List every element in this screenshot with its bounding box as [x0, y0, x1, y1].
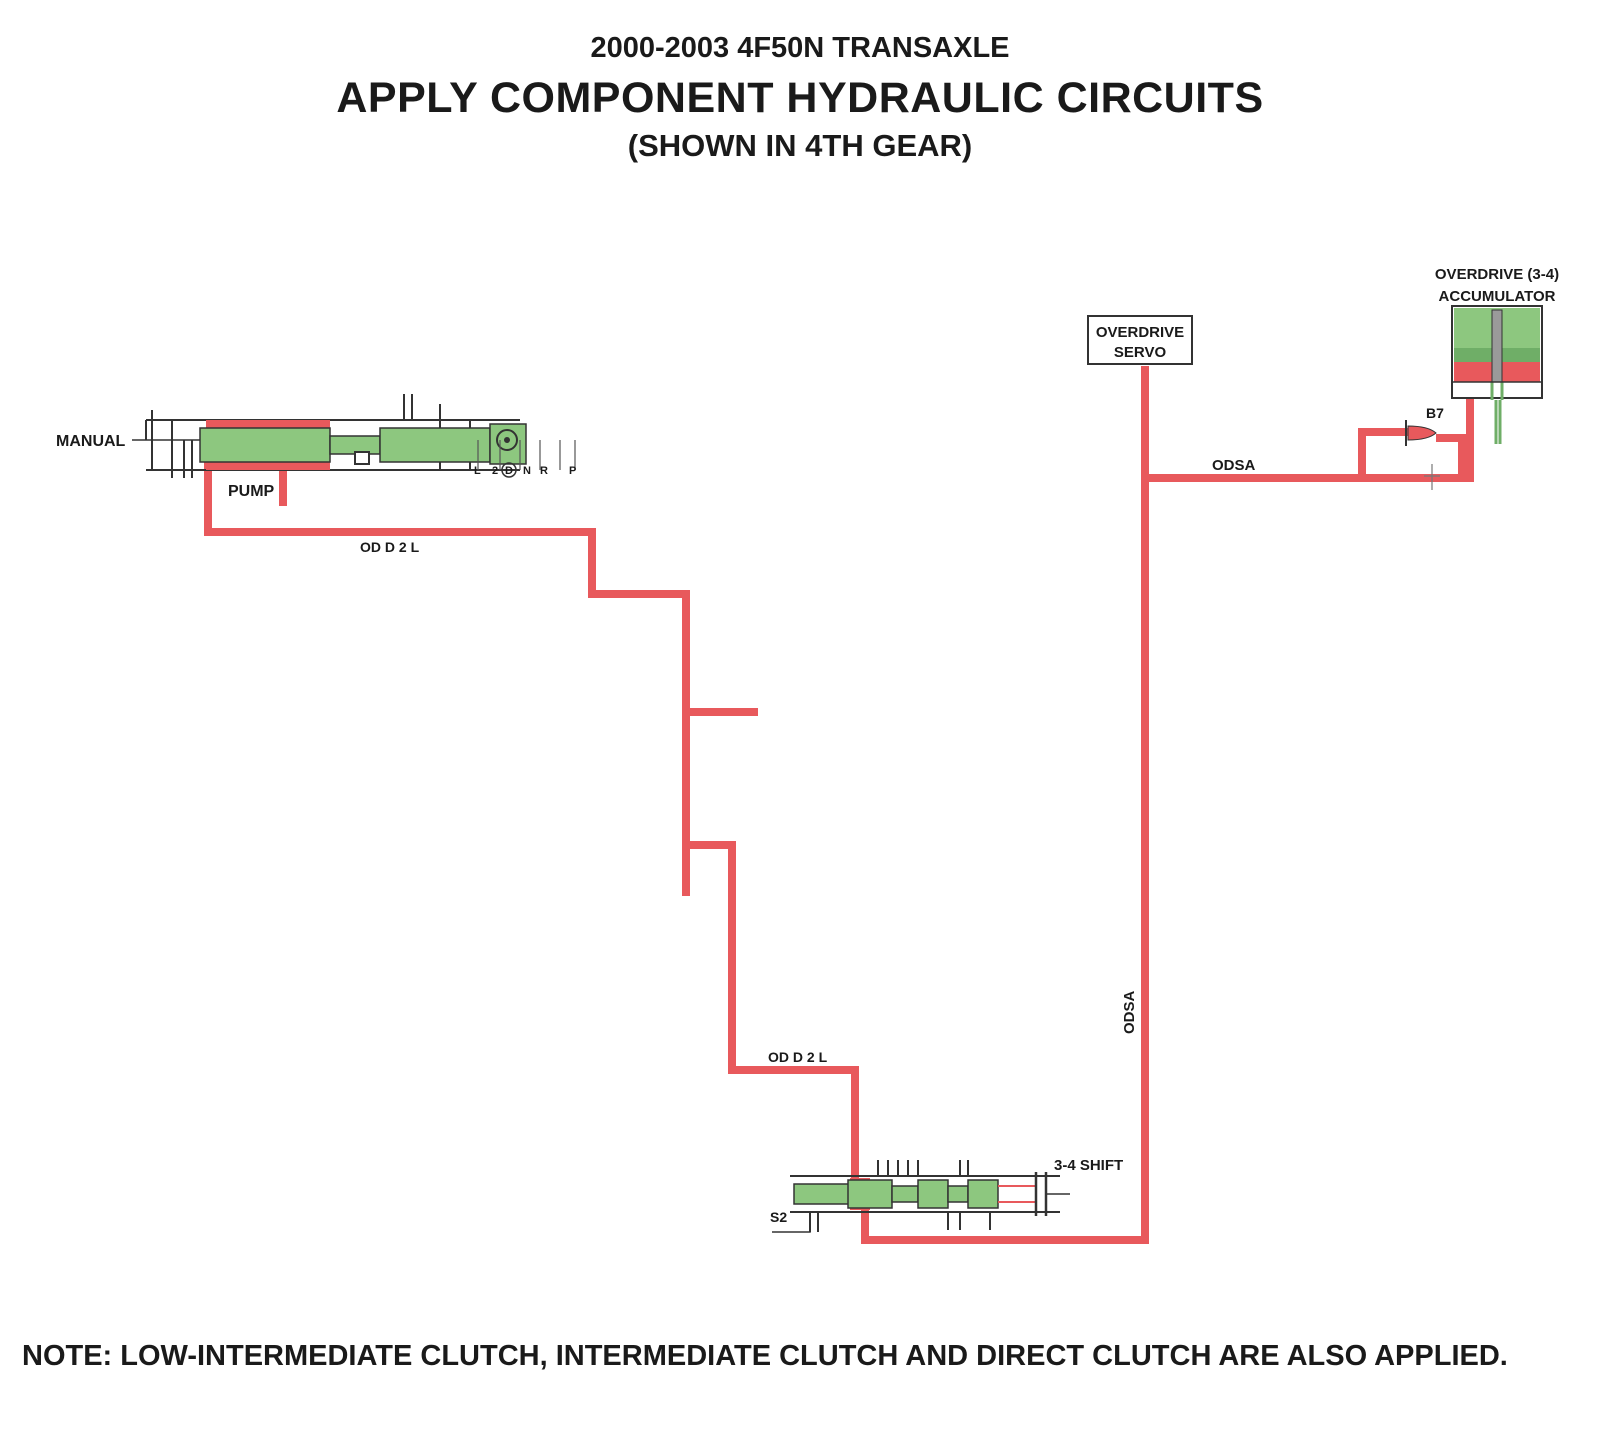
overdrive-servo-label-2: SERVO	[1114, 344, 1167, 361]
gear-position-2: 2	[492, 465, 498, 477]
overdrive-servo-box	[1087, 315, 1193, 365]
selected-gear-indicator	[501, 462, 517, 478]
pump-label: PUMP	[228, 483, 275, 500]
b7-bypass-passage	[1436, 434, 1466, 478]
diagram-gear-caption: (SHOWN IN 4TH GEAR)	[627, 128, 973, 163]
manual-valve	[132, 394, 576, 478]
odsa-horizontal-label: ODSA	[1212, 457, 1256, 474]
shift-valve-label: 3-4 SHIFT	[1054, 1157, 1123, 1174]
gear-position-l: L	[474, 465, 481, 477]
od-d2l-passage	[204, 450, 859, 1182]
odsa-passage	[861, 366, 1149, 1244]
gear-position-n: N	[523, 465, 531, 477]
overdrive-servo-label-1: OVERDRIVE	[1096, 324, 1184, 341]
odsa-vertical-label: ODSA	[1121, 990, 1138, 1034]
s2-label: S2	[770, 1209, 787, 1225]
diagram-title: APPLY COMPONENT HYDRAULIC CIRCUITS	[336, 74, 1264, 122]
gear-position-d: D	[505, 465, 513, 477]
odsa-accumulator-passage	[1145, 396, 1474, 482]
od-d2l-label-top: OD D 2 L	[360, 539, 420, 555]
accumulator-label-1: OVERDRIVE (3-4)	[1435, 266, 1559, 283]
manual-valve-label: MANUAL	[56, 433, 126, 450]
hydraulic-passages	[204, 366, 1474, 1244]
gear-position-p: P	[569, 465, 576, 477]
gear-position-r: R	[540, 465, 548, 477]
accumulator-label-2: ACCUMULATOR	[1439, 288, 1556, 305]
shift-valve-3-4	[772, 1160, 1070, 1233]
od-d2l-label-bottom: OD D 2 L	[768, 1049, 828, 1065]
diagram-subtitle: 2000-2003 4F50N TRANSAXLE	[590, 32, 1010, 64]
b7-check-ball	[1405, 420, 1440, 490]
overdrive-accumulator	[1451, 305, 1543, 444]
b7-label: B7	[1426, 405, 1444, 421]
diagram-note: NOTE: LOW-INTERMEDIATE CLUTCH, INTERMEDI…	[22, 1340, 1508, 1372]
b7-loop-passage	[1358, 428, 1412, 478]
